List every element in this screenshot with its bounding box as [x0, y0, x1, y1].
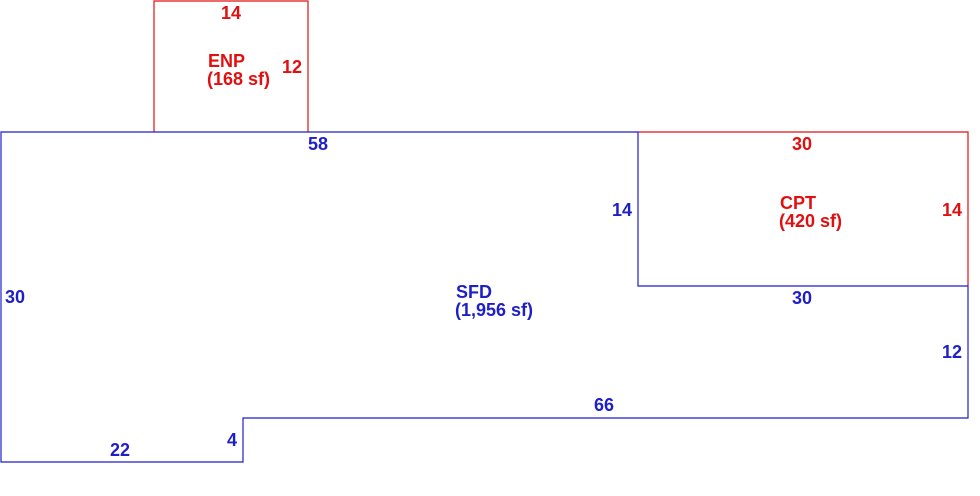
sfd-inner-vertical-dimension: 14	[612, 200, 632, 220]
enp-name-label: ENP	[208, 51, 245, 71]
enp-right-dimension: 12	[282, 57, 302, 77]
sfd-bottom-left-dimension: 22	[110, 440, 130, 460]
cpt-name-label: CPT	[780, 193, 816, 213]
enp-outline	[153, 0, 309, 132]
sfd-right-dimension: 12	[942, 342, 962, 362]
sfd-outline	[0, 131, 969, 463]
sfd-area-label: (1,956 sf)	[455, 300, 533, 320]
sfd-bottom-right-dimension: 66	[594, 395, 614, 415]
cpt-right-dimension: 14	[942, 200, 962, 220]
cpt-top-dimension: 30	[792, 134, 812, 154]
sfd-step-dimension: 4	[227, 430, 237, 450]
sfd-inner-horizontal-dimension: 30	[792, 288, 812, 308]
sfd-left-dimension: 30	[5, 287, 25, 307]
sfd-top-dimension: 58	[308, 134, 328, 154]
cpt-area-label: (420 sf)	[779, 211, 842, 231]
cpt-outline	[638, 131, 969, 286]
enp-top-dimension: 14	[221, 3, 241, 23]
enp-area-label: (168 sf)	[207, 69, 270, 89]
sfd-name-label: SFD	[456, 282, 492, 302]
